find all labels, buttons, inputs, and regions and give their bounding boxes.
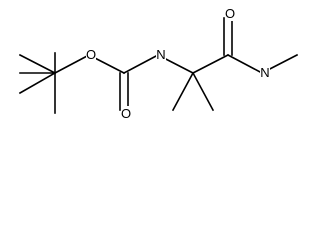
atom-o-ether: O bbox=[86, 47, 96, 62]
atom-n-carbamate: N bbox=[156, 47, 166, 62]
atom-label-n-carbamate: N bbox=[156, 47, 165, 62]
atom-label-o-carbamate: O bbox=[121, 106, 131, 121]
atom-label-n-amide: N bbox=[260, 65, 269, 80]
bond-quaternary-methyl-left bbox=[171, 71, 195, 112]
bond-tbu-upper-left bbox=[18, 53, 57, 75]
bond-amide-carbon-to-n bbox=[226, 53, 264, 75]
molecule-diagram: O O N O N bbox=[18, 6, 299, 121]
atom-o-amide: O bbox=[225, 6, 235, 21]
atom-n-amide: N bbox=[260, 65, 270, 80]
atom-label-o-ether: O bbox=[86, 47, 96, 62]
bond-quaternary-to-amide-carbon bbox=[191, 53, 230, 75]
bond-quaternary-methyl-right bbox=[191, 71, 215, 112]
atom-label-o-amide: O bbox=[225, 6, 235, 21]
bond-carbonyl-to-nh bbox=[122, 53, 160, 75]
bond-tbu-lower-left bbox=[18, 71, 57, 95]
atom-o-carbamate: O bbox=[121, 106, 131, 121]
bond-tbu-to-oxygen bbox=[53, 53, 91, 75]
